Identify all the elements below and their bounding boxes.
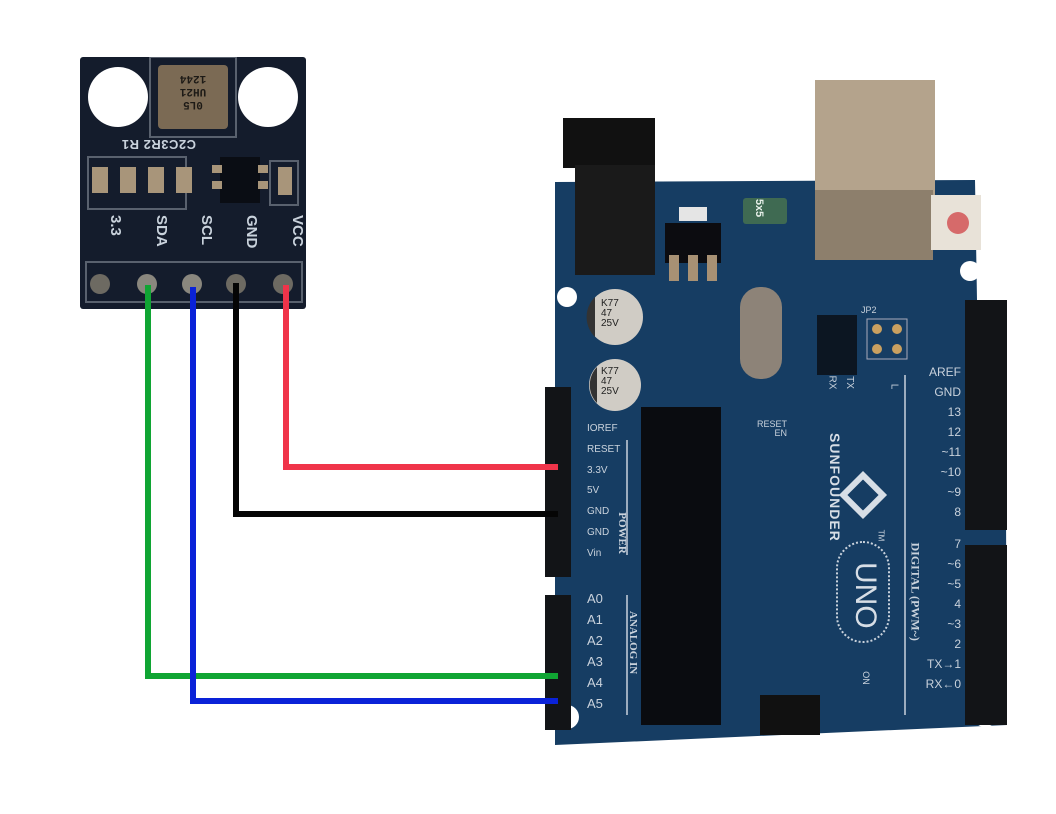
digital-pin: TX→1 — [926, 657, 961, 671]
led-label-rx: RX — [826, 375, 838, 390]
digital-pin: ~6 — [947, 557, 961, 571]
chip-marking-line: 0L5 — [183, 98, 203, 110]
power-header-labels: IOREF RESET 3.3V 5V GND GND Vin — [587, 419, 620, 565]
capacitor-text: K77 — [601, 298, 619, 309]
analog-header-labels: A0 A1 A2 A3 A4 A5 — [587, 588, 603, 714]
reset-en-text: RESET — [757, 419, 788, 429]
capacitor-label-top: K77 47 25V — [601, 299, 619, 329]
power-pin-reset: RESET — [587, 443, 621, 455]
pin-label-vcc: VCC — [289, 215, 306, 247]
digital-pin: ~9 — [947, 485, 961, 499]
jumper-label: JP2 — [861, 305, 877, 315]
digital-pin: ~11 — [941, 445, 961, 459]
capacitor-label-bottom: K77 47 25V — [601, 367, 619, 397]
pin-label-sda: SDA — [153, 215, 170, 247]
power-pin-5v: 5V — [587, 485, 600, 497]
analog-header-title: ANALOG IN — [627, 611, 639, 675]
analog-pin-a2: A2 — [587, 633, 603, 648]
component-labels: C2C3R2 R1 — [121, 137, 196, 152]
power-header-title: POWER — [615, 512, 628, 554]
reset-en-text: EN — [774, 428, 788, 438]
analog-pin-a0: A0 — [587, 591, 603, 606]
wire-sda-to-a4 — [145, 285, 558, 679]
arduino-board: 5x5 K77 47 25V K77 47 25V JP2 RX TX L ON… — [545, 75, 1015, 750]
digital-pin: 4 — [954, 597, 961, 611]
digital-pin: ~10 — [940, 465, 961, 479]
model-label: UNO — [849, 562, 882, 629]
power-pin-gnd: GND — [587, 526, 610, 538]
digital-pin: GND — [934, 385, 961, 399]
analog-pin-a1: A1 — [587, 612, 603, 627]
pin-label-scl: SCL — [198, 215, 215, 245]
pin-label-gnd: GND — [243, 215, 260, 249]
fuse-label: 5x5 — [753, 198, 766, 218]
digital-pin: 12 — [947, 425, 961, 439]
pin-label-3v3: 3.3 — [107, 215, 124, 236]
analog-pin-a3: A3 — [587, 654, 603, 669]
led-label-l: L — [888, 383, 900, 390]
chip-marking: 0L5 UH21 1244 — [162, 71, 224, 110]
wire-gnd-to-gnd — [233, 283, 558, 517]
led-label-on: ON — [860, 671, 871, 685]
chip-marking-line: 1244 — [179, 72, 207, 84]
digital-pin: ~3 — [947, 617, 961, 631]
capacitor-text: 47 — [601, 376, 613, 387]
power-pin-gnd: GND — [587, 506, 610, 518]
wire-scl-to-a5 — [190, 287, 558, 704]
led-label-tx: TX — [843, 376, 855, 389]
capacitor-text: K77 — [601, 366, 619, 377]
digital-pin: RX←0 — [925, 677, 961, 691]
capacitor-text: 25V — [601, 386, 619, 397]
capacitor-text: 25V — [601, 318, 619, 329]
digital-pin: 8 — [954, 505, 961, 519]
digital-pin: 13 — [947, 405, 961, 419]
arduino-board-graphic — [545, 80, 1007, 745]
power-pin-ioref: IOREF — [587, 423, 618, 434]
mounting-hole-left — [88, 67, 148, 127]
power-pin-vin: Vin — [587, 547, 602, 559]
digital-header-labels: AREF GND 13 12 ~11 ~10 ~9 8 7 ~6 ~5 4 ~3… — [913, 365, 961, 697]
sensor-module: 0L5 UH21 1244 C2C3R2 R1 3.3 SDA SCL GND … — [80, 57, 306, 309]
analog-pin-a5: A5 — [587, 696, 603, 711]
brand-label: SUNFOUNDER — [827, 433, 843, 542]
wire-vcc-to-3v3 — [283, 285, 558, 470]
digital-pin: 2 — [954, 637, 961, 651]
reset-en-label: RESET EN — [757, 420, 787, 438]
analog-pin-a4: A4 — [587, 675, 603, 690]
power-pin-3v3: 3.3V — [587, 464, 608, 476]
digital-pin: ~5 — [947, 577, 961, 591]
chip-marking-line: UH21 — [179, 85, 207, 97]
mounting-hole-right — [238, 67, 298, 127]
digital-header-title: DIGITAL (PWM~) — [908, 542, 923, 641]
digital-pin: AREF — [928, 365, 961, 379]
trademark-label: TM — [876, 529, 886, 542]
sensor-module-graphic — [80, 57, 306, 309]
digital-pin: 7 — [954, 537, 961, 551]
capacitor-text: 47 — [601, 308, 613, 319]
